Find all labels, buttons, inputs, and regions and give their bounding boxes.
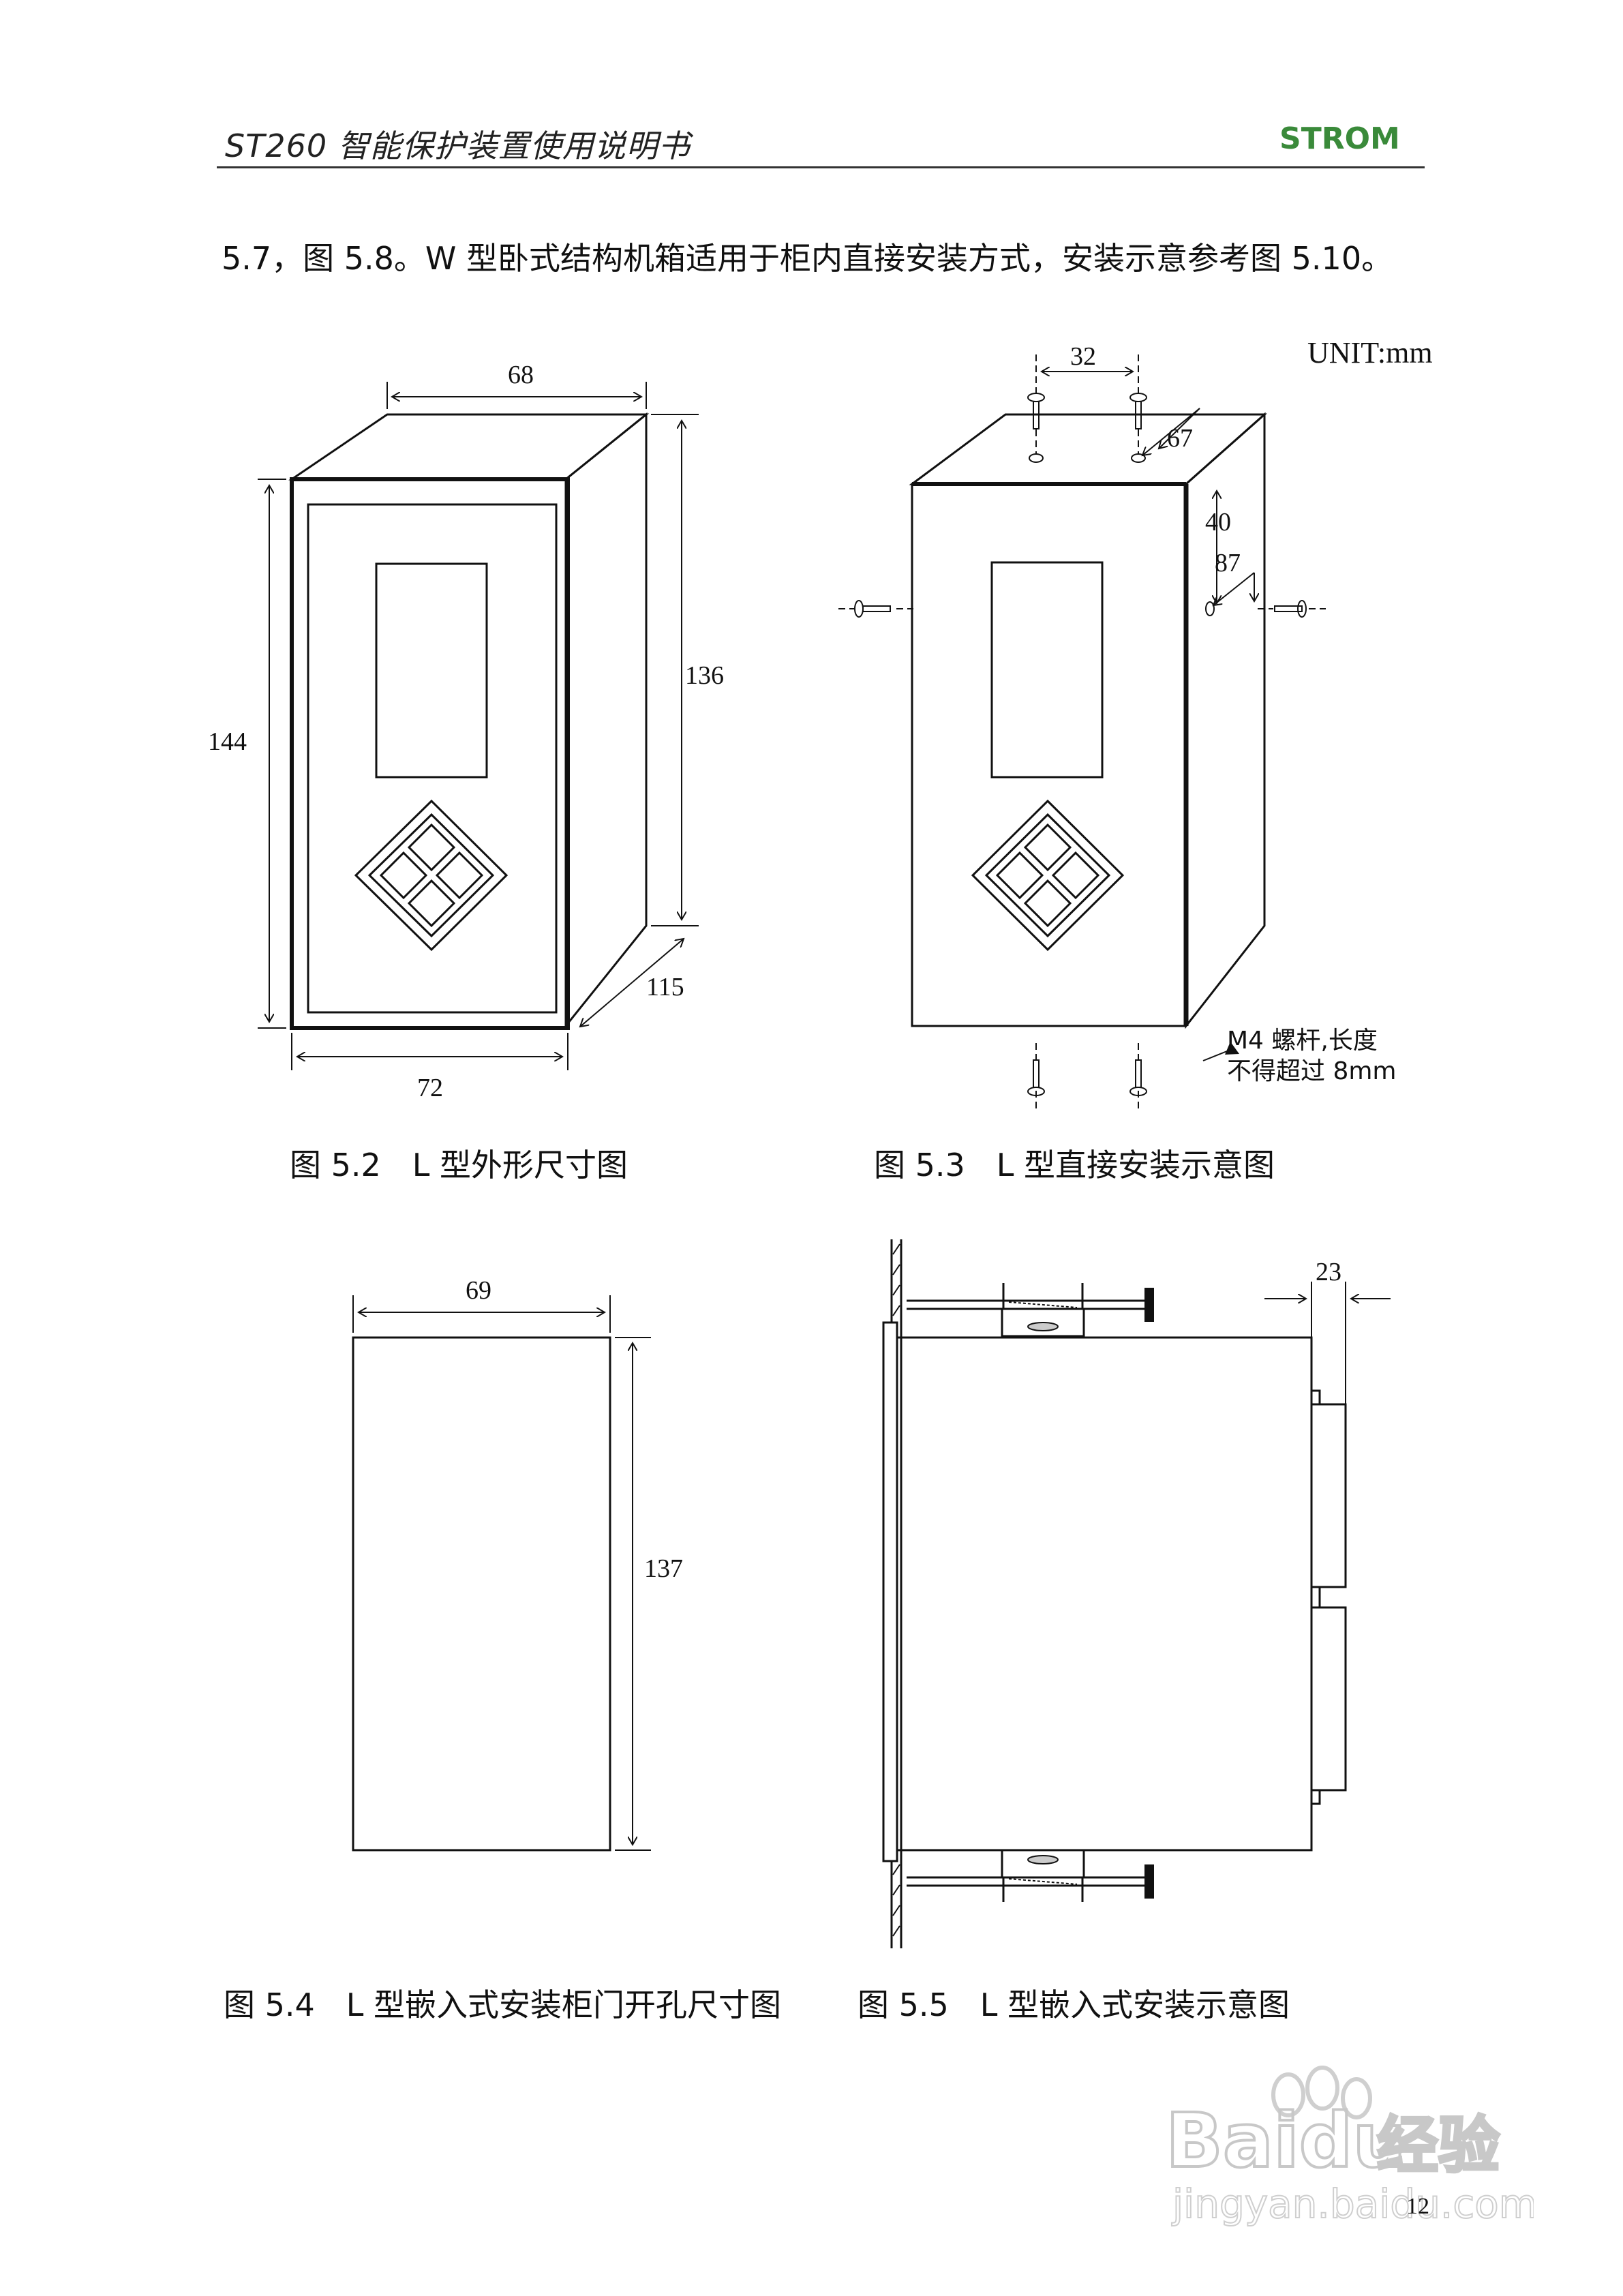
bottom-mounting-clamp — [907, 1849, 1154, 1902]
unit-label: UNIT:mm — [1307, 336, 1433, 369]
front-bezel — [882, 1321, 898, 1862]
screw-note-line1: M4 螺杆,长度 — [1227, 1027, 1378, 1055]
key-right — [435, 851, 484, 900]
dim-69: 69 — [466, 1276, 491, 1305]
dim-67: 67 — [1167, 424, 1193, 453]
top-mounting-clamp — [907, 1283, 1154, 1338]
screws — [854, 393, 1307, 1096]
intro-paragraph: 5.7，图 5.8。W 型卧式结构机箱适用于柜内直接安装方式，安装示意参考图 5… — [222, 240, 1393, 277]
logo-text: STROM — [1279, 121, 1400, 156]
dim-72: 72 — [417, 1074, 443, 1102]
front-panel-frame — [290, 477, 570, 1030]
dim-32: 32 — [1070, 342, 1096, 371]
caption-fig-5-4: 图 5.4 L 型嵌入式安装柜门开孔尺寸图 — [224, 1987, 782, 2023]
keypad-outer — [354, 799, 509, 952]
rear-connector-upper — [1310, 1403, 1347, 1588]
watermark-url: jingyan.baidu.com — [1171, 2181, 1534, 2227]
cutout-rectangle — [352, 1336, 611, 1852]
dim-115: 115 — [646, 973, 684, 1001]
watermark-brand: Baidu — [1166, 2097, 1406, 2184]
document-title: ST260 智能保护装置使用说明书 — [225, 127, 691, 164]
display-window — [990, 561, 1104, 779]
dim-line-115 — [580, 939, 684, 1027]
key-up — [407, 823, 456, 872]
dim-23: 23 — [1316, 1258, 1341, 1286]
caption-fig-5-5: 图 5.5 L 型嵌入式安装示意图 — [858, 1987, 1290, 2023]
paw-icon — [1271, 2066, 1372, 2119]
front-panel-inner — [307, 503, 558, 1014]
dim-87: 87 — [1215, 549, 1241, 577]
screw-icon — [1274, 600, 1307, 618]
screw-icon — [854, 600, 891, 618]
cabinet-wall — [890, 1239, 902, 1948]
strom-logo: STROM — [1279, 121, 1400, 156]
header-rule — [217, 166, 1425, 168]
keypad-inner — [984, 813, 1111, 938]
keypad-inner — [367, 813, 495, 938]
note-pointer-icon — [1225, 1042, 1239, 1055]
screw-icon — [1027, 393, 1045, 429]
caption-fig-5-3: 图 5.3 L 型直接安装示意图 — [874, 1147, 1275, 1183]
watermark-suffix: 经验 — [1377, 2110, 1500, 2181]
dim-136: 136 — [685, 661, 724, 690]
dim-137: 137 — [644, 1554, 683, 1583]
rear-connector-lower — [1310, 1606, 1347, 1792]
dim-144: 144 — [208, 727, 247, 756]
page-number: 12 — [1406, 2194, 1429, 2219]
screw-note-line2: 不得超过 8mm — [1227, 1057, 1397, 1085]
key-down — [407, 879, 456, 928]
key-left — [379, 851, 428, 900]
device-body — [896, 1336, 1313, 1852]
display-window — [375, 562, 488, 779]
dim-68: 68 — [508, 361, 534, 389]
dim-40: 40 — [1205, 508, 1231, 537]
baidu-watermark: Baidu 经验 jingyan.baidu.com — [1164, 2066, 1534, 2228]
keypad-outer — [971, 799, 1125, 952]
caption-fig-5-2: 图 5.2 L 型外形尺寸图 — [290, 1147, 628, 1183]
